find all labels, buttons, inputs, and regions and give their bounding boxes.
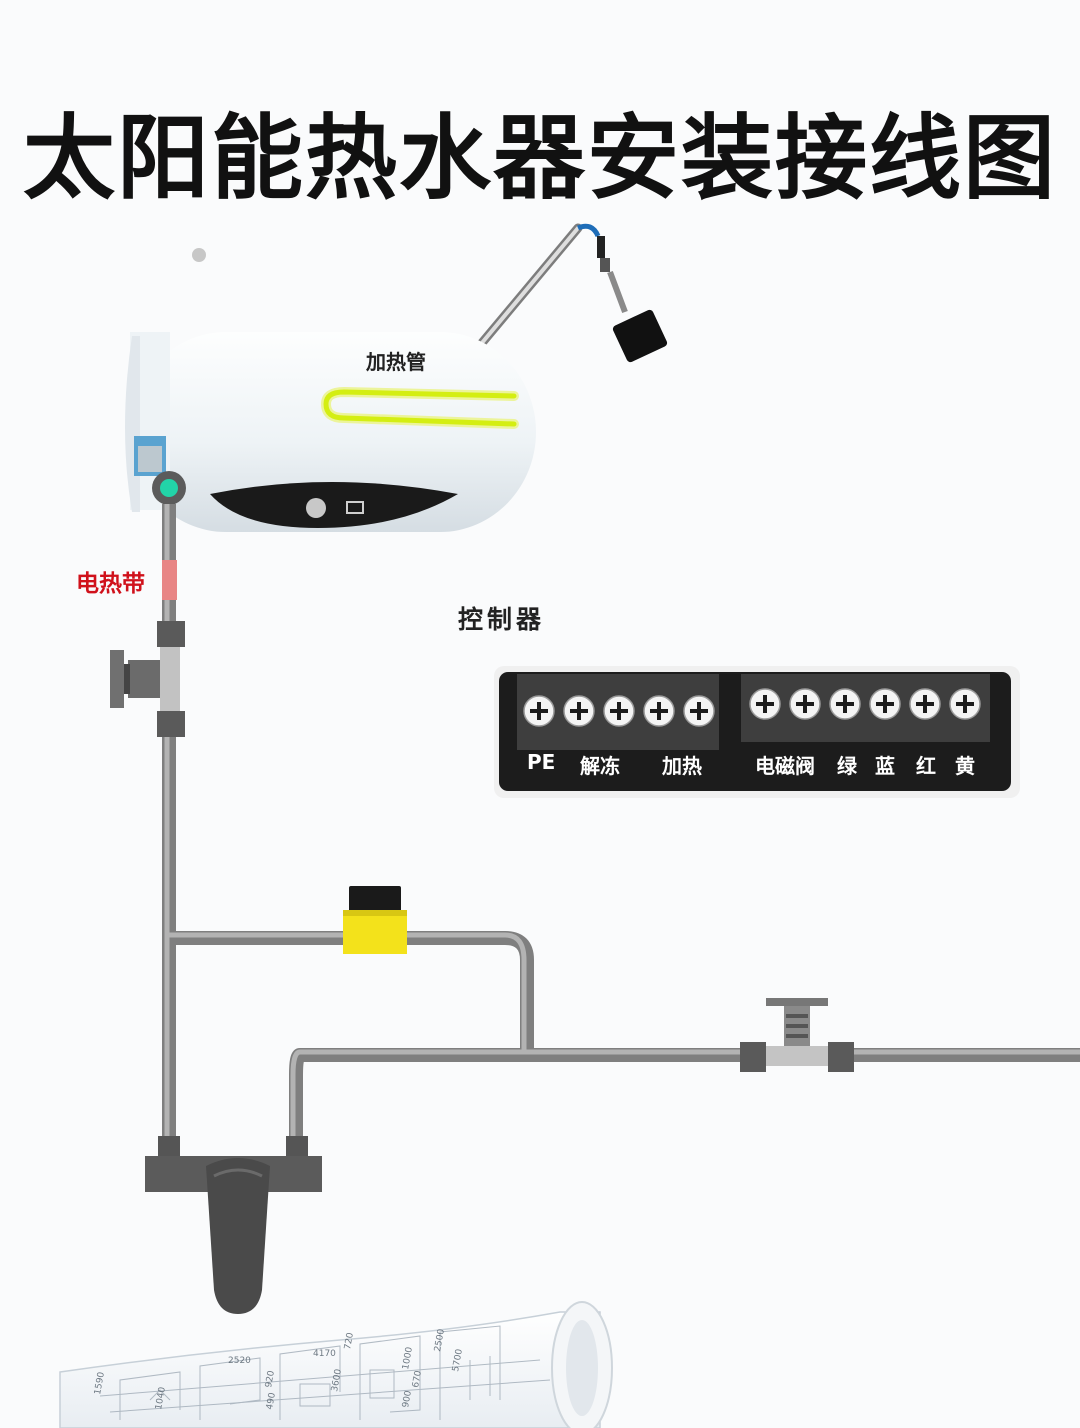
wall-dot: [192, 248, 206, 262]
terminals-right: [749, 688, 981, 720]
blueprint-dimension-text: 670: [411, 1370, 424, 1389]
terminal-screw-icon: [563, 695, 595, 727]
pipes: [162, 504, 1080, 1150]
terminal-label-solenoid: 电磁阀: [755, 754, 815, 778]
terminal-label-pe: PE: [527, 750, 556, 774]
heating-tube-label: 加热管: [366, 350, 426, 374]
blueprint-dimension-text: 1040: [154, 1386, 168, 1411]
manual-valve-icon: [110, 621, 185, 737]
terminal-screw-icon: [789, 688, 821, 720]
blueprint-dimensions: 1590 1040 2520 920 4170 490 720 3600 2500 1000670…: [93, 1328, 465, 1411]
terminal-screw-icon: [523, 695, 555, 727]
terminal-screw-icon: [749, 688, 781, 720]
blueprint-dimension-text: 3600: [330, 1368, 344, 1393]
blueprint-dimension-text: 490: [265, 1392, 278, 1411]
heating-tube-icon: [461, 223, 668, 367]
water-heater-tank: [125, 332, 536, 532]
terminal-screw-icon: [683, 695, 715, 727]
outlet-indicator-icon: [152, 471, 186, 505]
heating-band: [162, 560, 177, 600]
heating-element-icon: [320, 386, 519, 429]
blueprint-dimension-text: 2520: [228, 1356, 251, 1366]
terminal-screw-icon: [603, 695, 635, 727]
terminals-left: [523, 695, 715, 727]
terminal-label-blue: 蓝: [875, 754, 895, 778]
controller-terminal-block: [494, 666, 1020, 798]
heating-band-label: 电热带: [76, 571, 145, 597]
mixing-faucet-icon: [145, 1136, 322, 1314]
terminal-label-yellow: 黄: [955, 754, 975, 778]
terminal-label-heating: 加热: [662, 754, 702, 778]
solenoid-valve-icon: [343, 886, 407, 954]
gate-valve-icon: [740, 998, 854, 1072]
blueprint-dimension-text: 720: [343, 1332, 356, 1351]
terminal-screw-icon: [949, 688, 981, 720]
blueprint-dimension-text: 5700: [451, 1348, 465, 1373]
terminal-screw-icon: [643, 695, 675, 727]
terminal-label-red: 红: [916, 754, 936, 778]
blueprint-roll: 1590 1040 2520 920 4170 490 720 3600 2500 1000670…: [59, 1301, 613, 1428]
tank-badge: [134, 436, 166, 476]
page-title: 太阳能热水器安装接线图: [22, 105, 1057, 212]
blueprint-dimension-text: 1590: [93, 1371, 107, 1396]
terminal-label-green: 绿: [837, 754, 857, 778]
terminal-screw-icon: [829, 688, 861, 720]
controller-label: 控制器: [458, 605, 546, 634]
terminal-label-defrost: 解冻: [580, 754, 620, 778]
blueprint-dimension-text: 4170: [313, 1349, 336, 1359]
blueprint-dimension-text: 920: [264, 1370, 277, 1389]
blueprint-dimension-text: 900: [401, 1390, 414, 1409]
terminal-screw-icon: [869, 688, 901, 720]
terminal-screw-icon: [909, 688, 941, 720]
blueprint-dimension-text: 1000: [401, 1346, 415, 1371]
blueprint-dimension-text: 2500: [433, 1328, 447, 1353]
